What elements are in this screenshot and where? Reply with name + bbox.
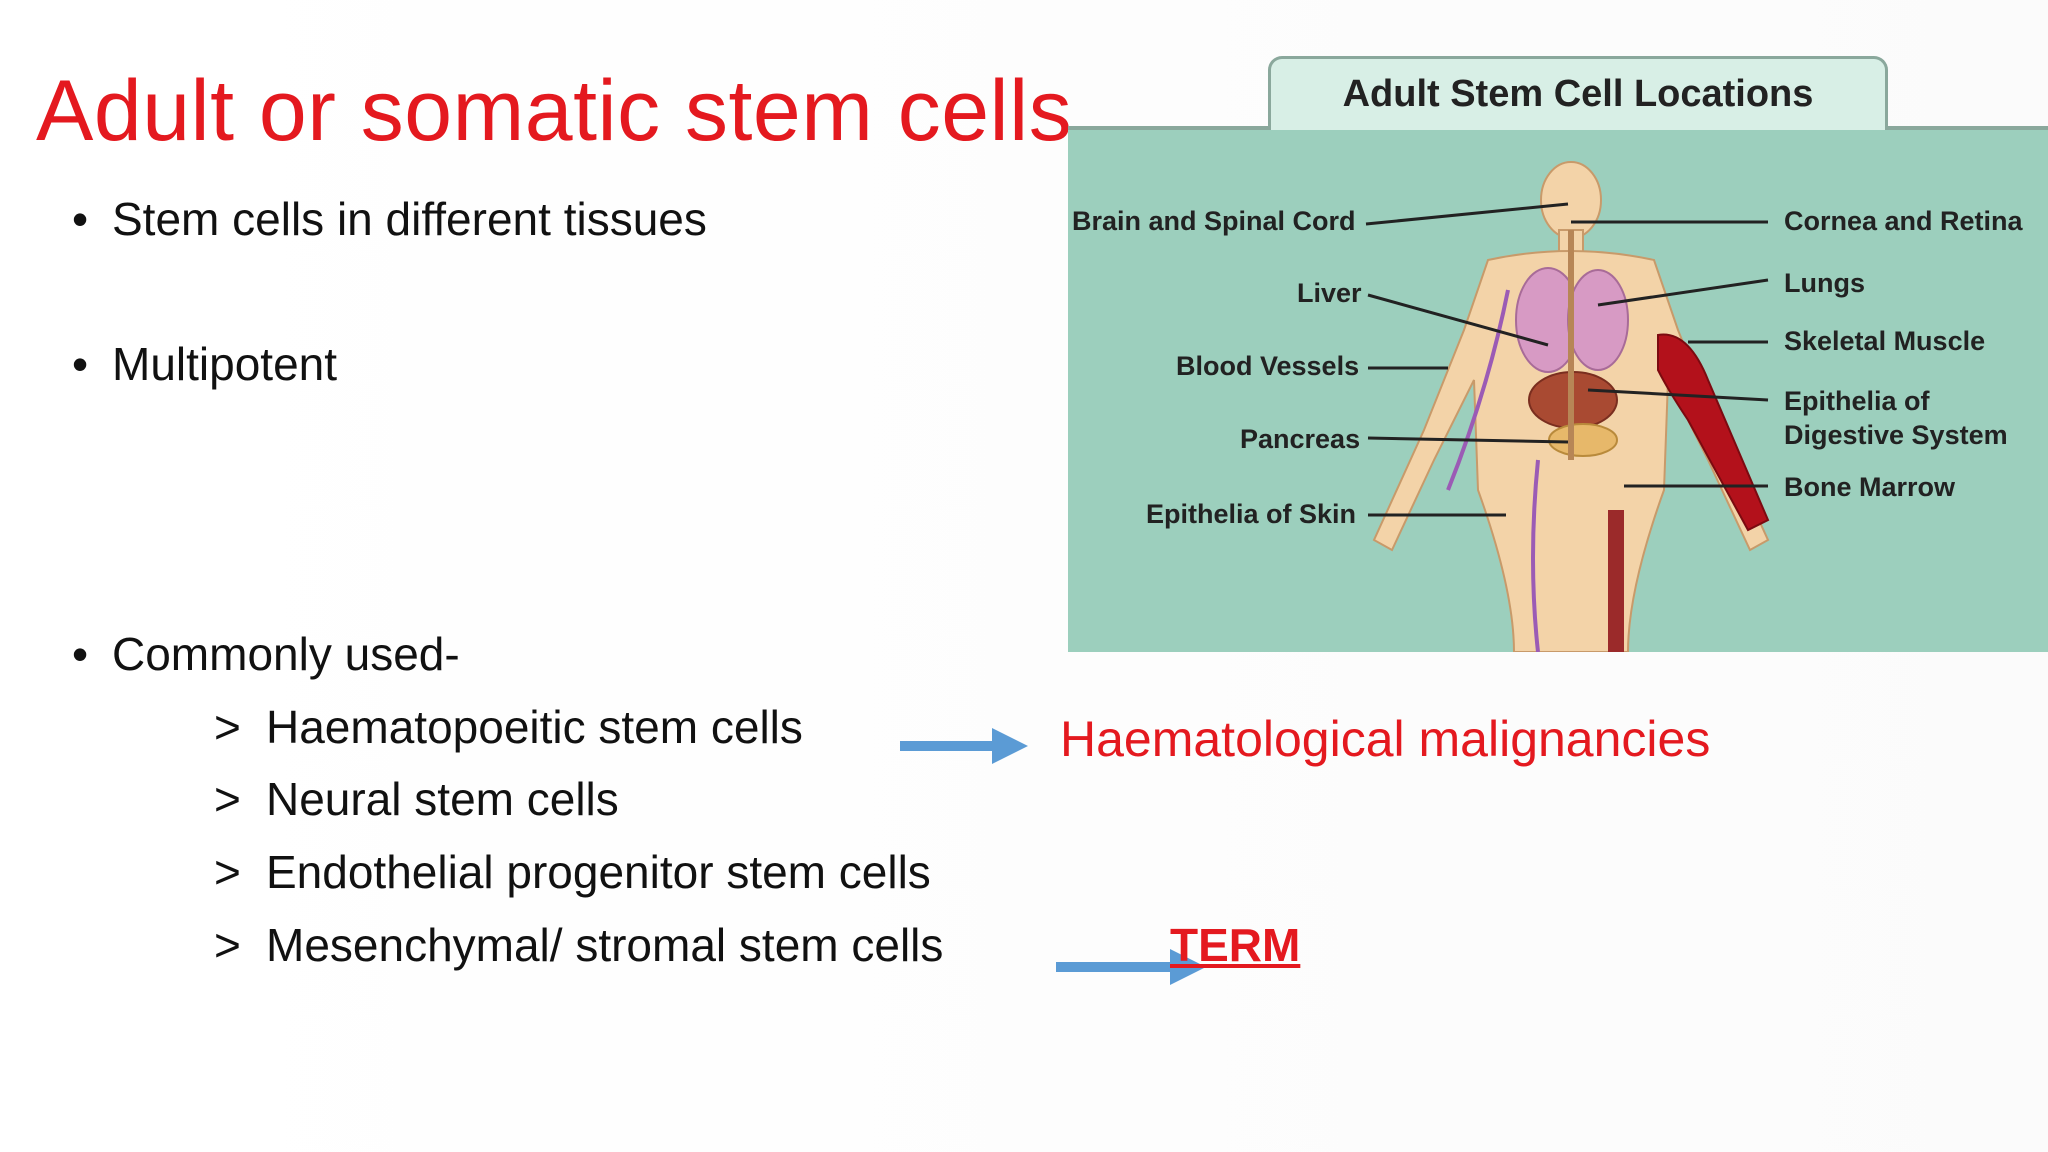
figure-heading: Adult Stem Cell Locations xyxy=(1342,73,1814,115)
arrow-right-icon xyxy=(1056,949,1206,985)
label-blood-vessels: Blood Vessels xyxy=(1176,351,1360,381)
label-epithelia-of-skin: Epithelia of Skin xyxy=(1146,499,1357,529)
sub-marker: > xyxy=(214,919,241,971)
sub-marker: > xyxy=(214,773,241,825)
label-cornea-retina: Cornea and Retina xyxy=(1784,206,2023,236)
label-skeletal-muscle: Skeletal Muscle xyxy=(1784,326,1986,356)
label-brain-spinal-cord: Brain and Spinal Cord xyxy=(1072,206,1356,236)
bullet-dot: • xyxy=(72,338,89,390)
sub-item-text: Haematopoeitic stem cells xyxy=(266,701,803,753)
sub-item-neural: > Neural stem cells xyxy=(214,772,619,826)
bullet-multipotent: • Multipotent xyxy=(72,337,337,391)
term-label: TERM xyxy=(1170,919,1301,971)
sub-item-mesenchymal: > Mesenchymal/ stromal stem cells xyxy=(214,918,943,972)
slide-title: Adult or somatic stem cells xyxy=(36,63,1073,159)
label-epithelia-of: Epithelia of xyxy=(1784,386,1930,416)
sub-item-text: Mesenchymal/ stromal stem cells xyxy=(266,919,944,971)
bullet-dot: • xyxy=(72,628,89,680)
label-liver: Liver xyxy=(1297,278,1362,308)
bullet-text: Commonly used- xyxy=(112,628,460,680)
bullet-text: Multipotent xyxy=(112,338,338,390)
human-body-illustration xyxy=(1365,161,1770,652)
bullet-dot: • xyxy=(72,193,89,245)
stem-cell-locations-figure: Adult Stem Cell Locations xyxy=(1068,56,2048,652)
sub-item-text: Endothelial progenitor stem cells xyxy=(266,846,931,898)
sub-item-endothelial: > Endothelial progenitor stem cells xyxy=(214,845,931,899)
figure-heading-tab: Adult Stem Cell Locations xyxy=(1268,56,1888,130)
label-pancreas: Pancreas xyxy=(1240,424,1361,454)
bullet-stem-cells-tissues: • Stem cells in different tissues xyxy=(72,192,707,246)
sub-item-text: Neural stem cells xyxy=(266,773,619,825)
label-lungs: Lungs xyxy=(1784,268,1865,298)
sub-item-haematopoietic: > Haematopoeitic stem cells xyxy=(214,700,803,754)
label-bone-marrow: Bone Marrow xyxy=(1784,472,1956,502)
haematological-malignancies-label: Haematological malignancies xyxy=(1060,711,1711,767)
bullet-text: Stem cells in different tissues xyxy=(112,193,707,245)
sub-marker: > xyxy=(214,701,241,753)
label-digestive-system: Digestive System xyxy=(1784,420,2008,450)
bullet-commonly-used: • Commonly used- xyxy=(72,627,460,681)
arrow-right-icon xyxy=(900,728,1028,764)
sub-marker: > xyxy=(214,846,241,898)
